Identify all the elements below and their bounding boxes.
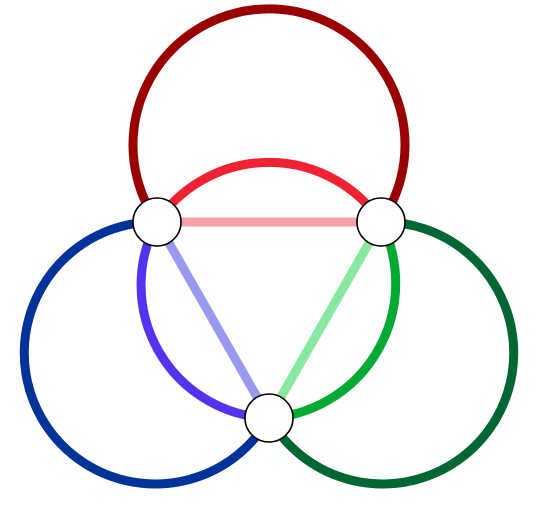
edge-outer-right — [265, 217, 519, 489]
vertex-a — [132, 197, 182, 247]
vertices-layer — [132, 197, 406, 443]
edge-outer-left — [19, 217, 273, 489]
edge-chord-left — [153, 219, 273, 421]
edge-inner-right — [268, 219, 401, 423]
edge-outer-top — [128, 4, 410, 225]
vertex-b — [356, 197, 406, 247]
edges-layer — [19, 4, 519, 489]
edge-inner-left — [136, 219, 270, 423]
edge-chord-right — [265, 219, 385, 421]
edge-inner-top — [153, 157, 385, 225]
vertex-c — [244, 393, 294, 443]
